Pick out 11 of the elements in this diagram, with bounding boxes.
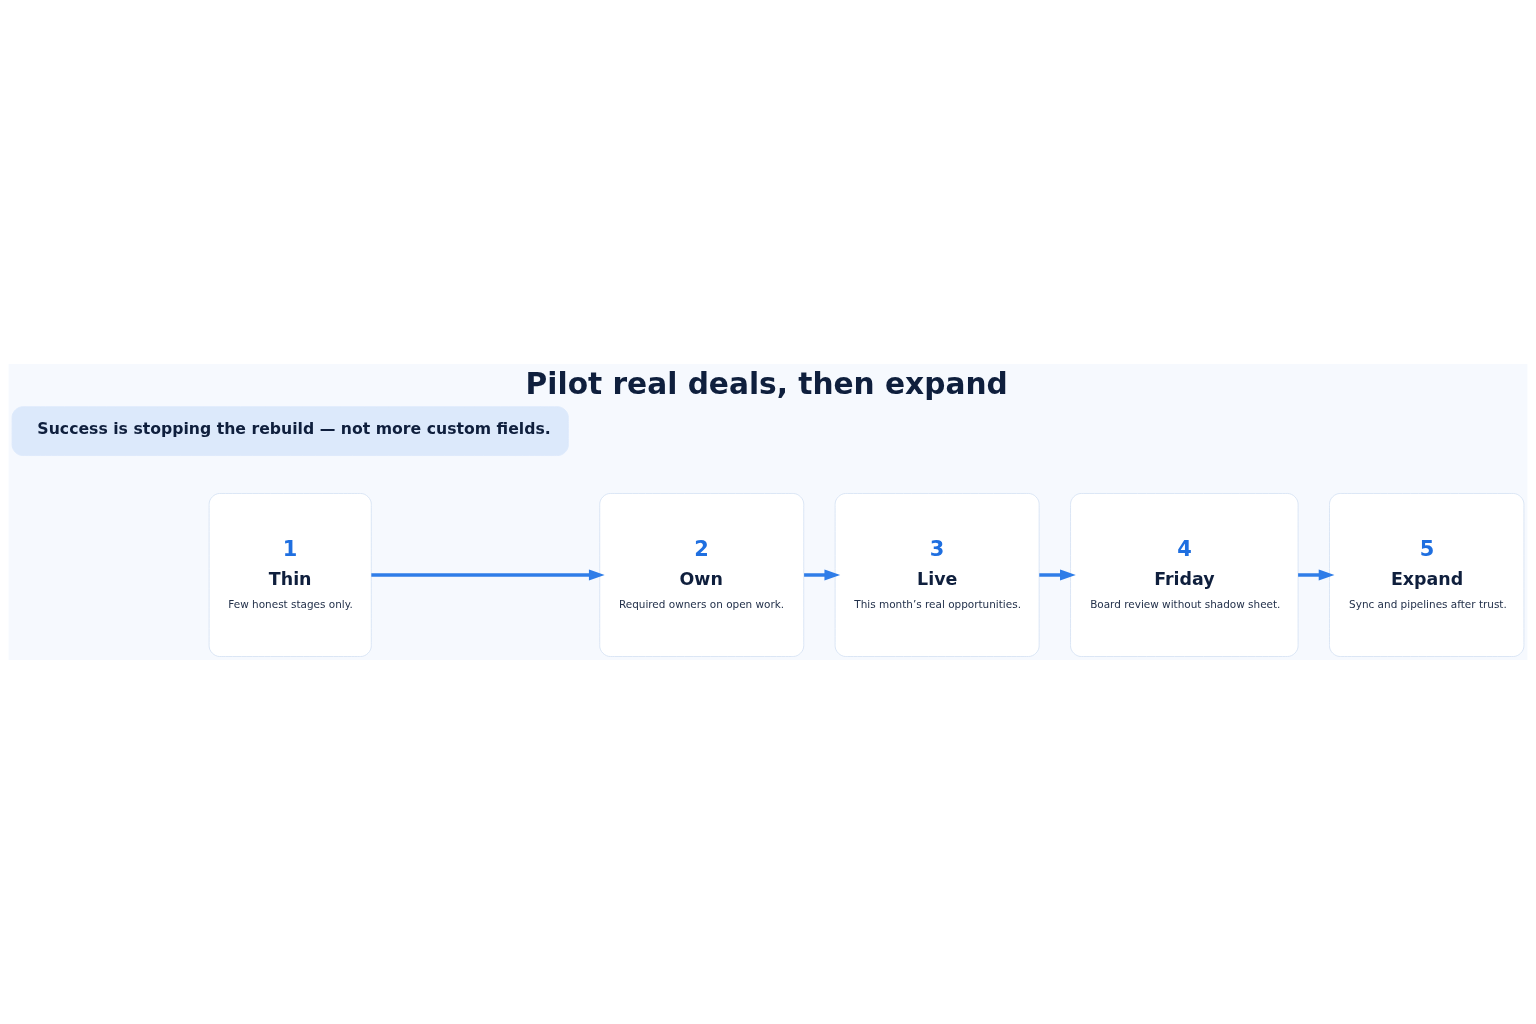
node-box: 2 Own Required owners on open work.	[599, 493, 805, 657]
diagram-title: Pilot real deals, then expand	[525, 365, 1008, 401]
arrow	[1298, 569, 1335, 581]
arrow	[804, 569, 841, 581]
node-box: 3 Live This month’s real opportunities.	[834, 493, 1040, 657]
node-box: Success is stopping the rebuild — not more custom fields.	[11, 406, 569, 456]
node-box: 5 Expand Sync and pipelines after trust.	[1329, 493, 1525, 657]
arrow	[371, 569, 605, 581]
node-box: 1 Thin Few honest stages only.	[208, 493, 372, 657]
arrow	[1039, 569, 1076, 581]
node-box: 4 Friday Board review without shadow sheet.	[1070, 493, 1299, 657]
